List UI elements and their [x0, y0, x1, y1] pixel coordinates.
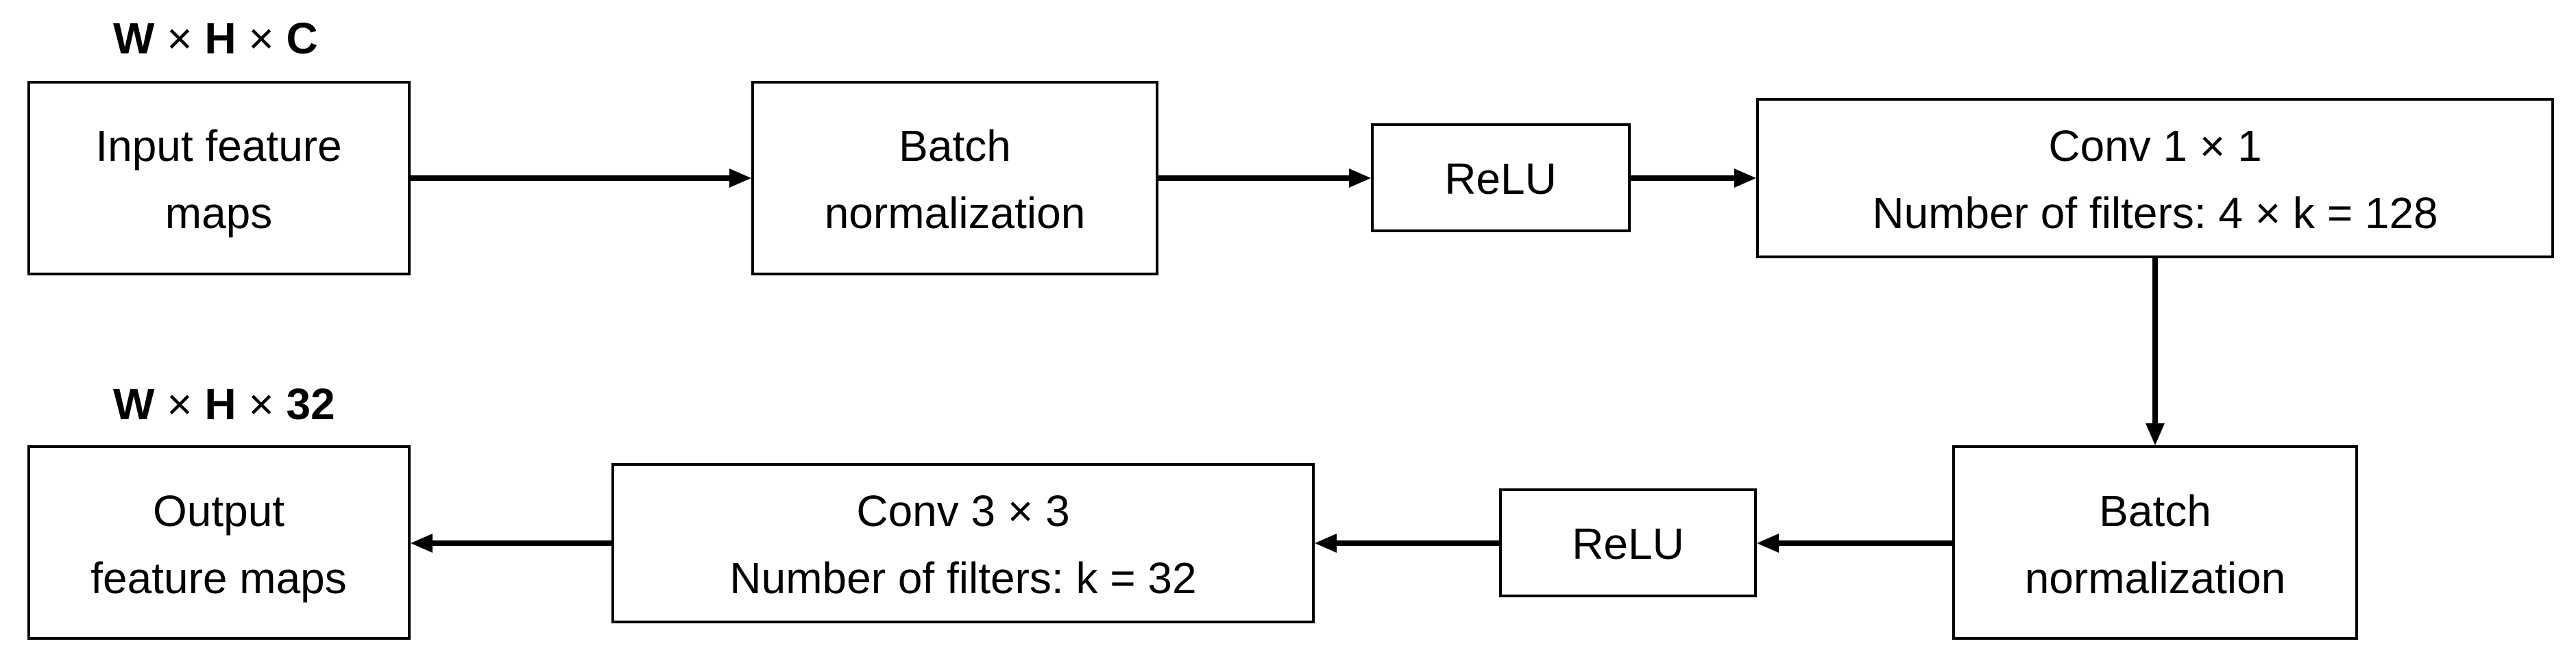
input-dim-times-1: ×: [154, 14, 204, 63]
input-dim-w: W: [113, 14, 155, 63]
conv3-node-line-1: Conv 3 × 3: [856, 486, 1069, 536]
output-dim-h: H: [204, 379, 236, 429]
conv1-node-line-1: Conv 1 × 1: [2048, 121, 2261, 171]
output-node-line-2: feature maps: [90, 553, 347, 603]
bn1-node-line-1: Batch: [899, 121, 1011, 171]
input-dim-h: H: [204, 14, 236, 63]
conv-3x3-node: Conv 3 × 3 Number of filters: k = 32: [611, 463, 1315, 623]
output-dim-w: W: [113, 379, 155, 429]
relu-1-node: ReLU: [1371, 123, 1631, 232]
relu2-node-line-1: ReLU: [1572, 519, 1684, 569]
bn1-node-line-2: normalization: [825, 188, 1086, 238]
input-feature-maps-node: Input feature maps: [27, 81, 411, 275]
arrow-relu1-to-conv1: [1631, 169, 1756, 188]
output-dimension-label: W × H × 32: [113, 379, 335, 429]
arrow-bn2-to-relu2: [1757, 534, 1952, 553]
output-dim-times-2: ×: [236, 379, 287, 429]
conv-1x1-node: Conv 1 × 1 Number of filters: 4 × k = 12…: [1756, 98, 2554, 258]
input-dim-c: C: [287, 14, 318, 63]
arrow-conv3-to-output: [411, 534, 611, 553]
bn2-node-line-2: normalization: [2025, 553, 2286, 603]
output-node-line-1: Output: [153, 486, 284, 536]
bn2-node-line-1: Batch: [2099, 486, 2211, 536]
relu1-node-line-1: ReLU: [1444, 154, 1557, 203]
input-dimension-label: W × H × C: [113, 14, 318, 63]
input-node-line-1: Input feature: [95, 121, 341, 171]
batch-normalization-1-node: Batch normalization: [751, 81, 1158, 275]
arrow-conv1-to-bn2: [2146, 258, 2165, 445]
arrow-bn1-to-relu1: [1158, 169, 1371, 188]
conv1-node-line-2: Number of filters: 4 × k = 128: [1872, 188, 2438, 238]
output-feature-maps-node: Output feature maps: [27, 445, 411, 640]
output-dim-c: 32: [287, 379, 335, 429]
arrow-input-to-bn1: [411, 169, 751, 188]
input-node-line-2: maps: [165, 188, 273, 238]
relu-2-node: ReLU: [1499, 488, 1757, 597]
input-dim-times-2: ×: [236, 14, 287, 63]
conv3-node-line-2: Number of filters: k = 32: [729, 553, 1196, 603]
batch-normalization-2-node: Batch normalization: [1952, 445, 2358, 640]
output-dim-times-1: ×: [154, 379, 204, 429]
arrow-relu2-to-conv3: [1315, 534, 1499, 553]
